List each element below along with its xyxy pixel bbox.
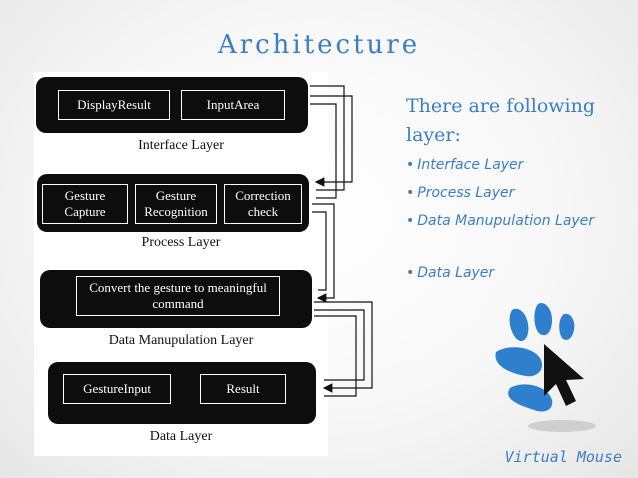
data-layer: GestureInput Result — [48, 362, 316, 424]
correction-check-box: Correction check — [224, 184, 302, 224]
architecture-diagram: DisplayResult InputArea Interface Layer … — [34, 72, 373, 456]
bullet-label: Data Manupulation Layer — [417, 213, 595, 229]
gesture-input-box: GestureInput — [63, 374, 171, 404]
connector-manupulation-to-data — [314, 301, 373, 397]
gesture-recognition-box: Gesture Recognition — [135, 184, 217, 224]
gesture-capture-box: Gesture Capture — [42, 184, 128, 224]
display-result-box: DisplayResult — [58, 90, 170, 120]
layer-connectors — [310, 85, 373, 397]
data-layer-caption: Data Layer — [149, 429, 213, 444]
footer-title: Virtual Mouse — [504, 448, 622, 466]
bullet-data-layer: •Data Layer — [406, 262, 621, 284]
bullet-label: Data Layer — [417, 265, 495, 281]
bullet-label: Process Layer — [417, 185, 515, 201]
bullet-dot-icon: • — [406, 265, 415, 281]
bullet-dot-icon: • — [406, 213, 415, 229]
bullet-dot-icon: • — [406, 185, 415, 201]
bullet-interface-layer: •Interface Layer — [406, 154, 621, 176]
data-manupulation-layer: Convert the gesture to meaningful comman… — [40, 270, 312, 328]
bullet-process-layer: •Process Layer — [406, 182, 621, 204]
slide-title: Architecture — [217, 30, 421, 60]
layers-heading: There are following layer: — [406, 95, 596, 146]
bullet-data-manupulation-layer: •Data Manupulation Layer — [406, 210, 621, 232]
result-box: Result — [200, 374, 286, 404]
hand-cursor-logo-icon — [495, 302, 596, 432]
data-manupulation-layer-caption: Data Manupulation Layer — [108, 333, 254, 348]
bullet-label: Interface Layer — [417, 157, 524, 173]
input-area-box: InputArea — [181, 90, 285, 120]
process-layer: Gesture Capture Gesture Recognition Corr… — [37, 174, 309, 232]
connector-interface-to-process — [310, 85, 353, 199]
bullet-dot-icon: • — [406, 157, 415, 173]
convert-gesture-box: Convert the gesture to meaningful comman… — [76, 276, 280, 316]
interface-layer-caption: Interface Layer — [138, 138, 224, 153]
connector-process-to-manupulation — [312, 203, 335, 303]
process-layer-caption: Process Layer — [141, 235, 221, 250]
interface-layer: DisplayResult InputArea — [36, 77, 308, 133]
